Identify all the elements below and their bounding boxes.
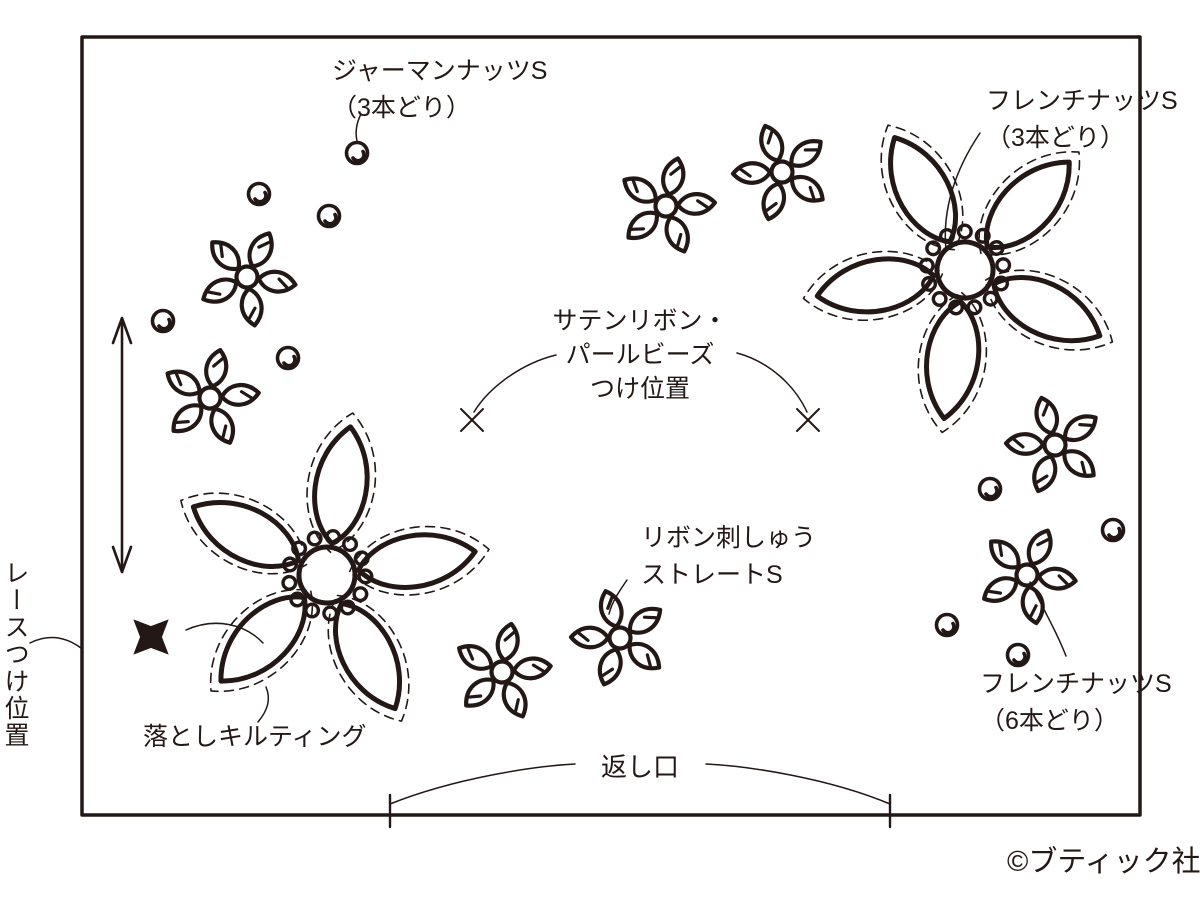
leader-line-french-knots-6 <box>1029 581 1067 657</box>
leader-line-german-knots <box>355 113 362 142</box>
label-line: （3本どり） <box>986 124 1125 152</box>
small-flower <box>182 211 313 340</box>
label-satin-ribbon: サテンリボン・ パールビーズ つけ位置 <box>540 304 740 406</box>
label-lace-position: レースつけ位置 <box>1 560 29 749</box>
bead-icon <box>977 476 1003 502</box>
grainline-arrow <box>111 316 133 574</box>
bead-icon <box>246 181 272 207</box>
bead-icon <box>275 345 301 371</box>
flower-center <box>296 544 358 606</box>
small-flower <box>445 614 560 726</box>
label-line: （3本どり） <box>332 94 471 122</box>
small-flower <box>607 146 726 262</box>
label-drop-quilting: 落としキルティング <box>143 723 367 751</box>
label-line: フレンチナッツS <box>986 87 1178 115</box>
label-french-knots-6: フレンチナッツS （6本どり） <box>980 666 1172 740</box>
small-flower <box>719 109 845 232</box>
leader-line-quilting-a <box>185 622 264 644</box>
label-german-knots: ジャーマンナッツS （3本どり） <box>332 53 547 127</box>
leader-line-ribbon-straight <box>608 579 628 615</box>
small-flower <box>963 510 1093 637</box>
small-flower <box>152 340 269 453</box>
leader-line-satin-right <box>736 352 808 413</box>
label-line: サテンリボン・ <box>552 307 728 335</box>
small-flower <box>558 577 680 696</box>
leader-line-french-knots-3 <box>944 132 981 251</box>
bead-icon <box>316 203 342 229</box>
flower-center <box>934 239 996 301</box>
leader-line-quilting-b <box>257 686 270 723</box>
opening-bracket <box>388 763 892 829</box>
label-ribbon-straight: リボン刺しゅう ストレートS <box>641 520 816 594</box>
label-turn-opening: 返し口 <box>600 752 679 782</box>
label-line: （6本どり） <box>980 707 1119 735</box>
bead-icon <box>1100 517 1126 543</box>
label-line: ストレートS <box>641 561 783 589</box>
leader-line-satin-left <box>473 354 557 413</box>
large-flower-left <box>164 406 496 738</box>
bead-icon <box>1005 642 1031 668</box>
bead-icon <box>344 140 370 166</box>
label-french-knots-3: フレンチナッツS （3本どり） <box>986 83 1178 157</box>
bead-icon <box>150 308 176 334</box>
label-line: つけ位置 <box>589 375 690 403</box>
x-mark <box>460 408 484 432</box>
fabric-outline <box>80 35 1142 817</box>
label-line: リボン刺しゅう <box>641 524 817 552</box>
label-line: フレンチナッツS <box>980 670 1172 698</box>
copyright-notice: ©ブティック社 <box>1007 846 1200 878</box>
x-mark <box>796 408 820 432</box>
leader-line-lace <box>29 636 82 649</box>
label-line: パールビーズ <box>565 341 715 369</box>
label-line: ジャーマンナッツS <box>332 57 548 85</box>
stretch-arrows-icon <box>133 619 169 655</box>
large-flower-right <box>796 108 1128 438</box>
small-flower <box>994 384 1115 502</box>
bead-icon <box>934 612 960 638</box>
